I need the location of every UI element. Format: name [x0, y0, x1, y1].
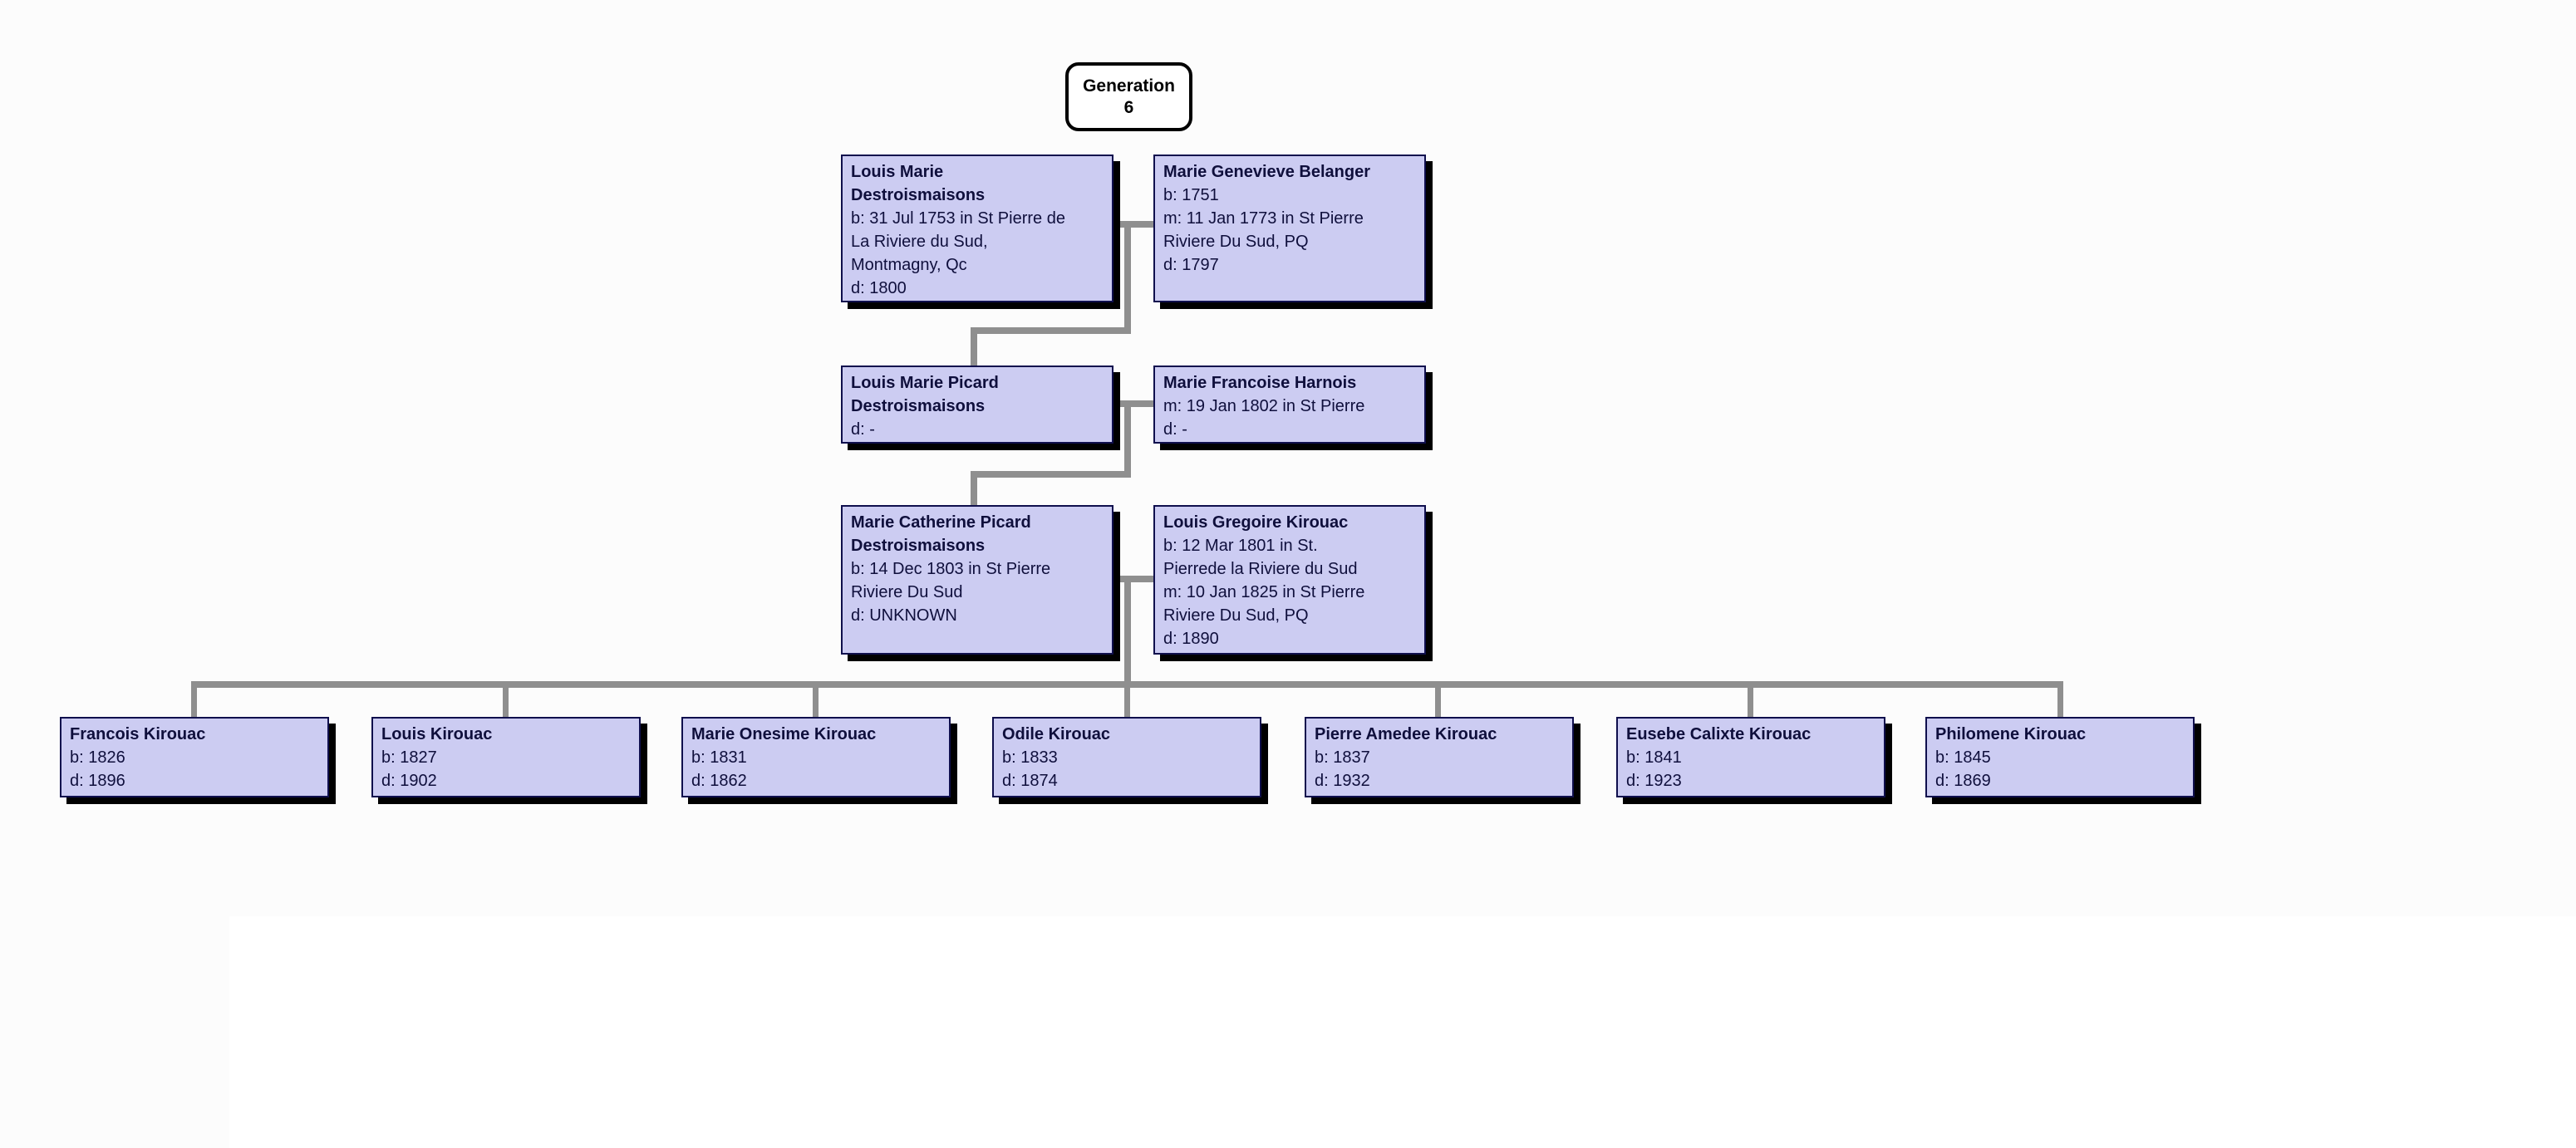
person-name: Eusebe Calixte Kirouac [1626, 725, 1812, 743]
person-box-louis-gregoire-kirouac: Louis Gregoire Kirouac b: 12 Mar 1801 in… [1153, 505, 1426, 655]
person-name: Philomene Kirouac [1935, 725, 2087, 743]
descent-line-couple1-elbow [971, 327, 1131, 334]
child-drop-line-2 [503, 688, 509, 717]
descent-line-couple3-vertical [1124, 579, 1131, 688]
person-box-marie-francoise-harnois: Marie Francoise Harnois m: 19 Jan 1802 i… [1153, 365, 1426, 444]
descent-line-couple2-vertical [1124, 404, 1131, 477]
person-details: b: 12 Mar 1801 in St.Pierrede la Riviere… [1163, 537, 1365, 648]
child-drop-line-7 [2057, 688, 2063, 717]
person-name: Marie Francoise Harnois [1163, 374, 1357, 392]
person-name: Marie Genevieve Belanger [1163, 163, 1371, 181]
descent-line-couple1-drop [971, 331, 977, 365]
marriage-connector-couple2 [1112, 400, 1153, 407]
children-bus-line [191, 681, 2063, 688]
child-drop-line-1 [191, 688, 197, 717]
child-drop-line-4 [1124, 688, 1130, 717]
marriage-connector-couple3 [1112, 576, 1153, 582]
child-drop-line-6 [1748, 688, 1753, 717]
person-name: Louis Gregoire Kirouac [1163, 513, 1349, 532]
person-name: Marie Onesime Kirouac [691, 725, 877, 743]
person-name: Odile Kirouac [1002, 725, 1111, 743]
marriage-connector-couple1 [1112, 221, 1153, 228]
person-name: Pierre Amedee Kirouac [1315, 725, 1497, 743]
person-name: Francois Kirouac [70, 725, 206, 743]
person-name: Louis Kirouac [381, 725, 493, 743]
person-details: d: - [851, 420, 875, 439]
child-drop-line-5 [1435, 688, 1441, 717]
descent-line-couple2-elbow [971, 471, 1131, 478]
descent-line-couple2-drop [971, 474, 977, 505]
child-drop-line-3 [813, 688, 819, 717]
descent-line-couple1-vertical [1124, 224, 1131, 332]
page-background [229, 916, 2576, 1148]
